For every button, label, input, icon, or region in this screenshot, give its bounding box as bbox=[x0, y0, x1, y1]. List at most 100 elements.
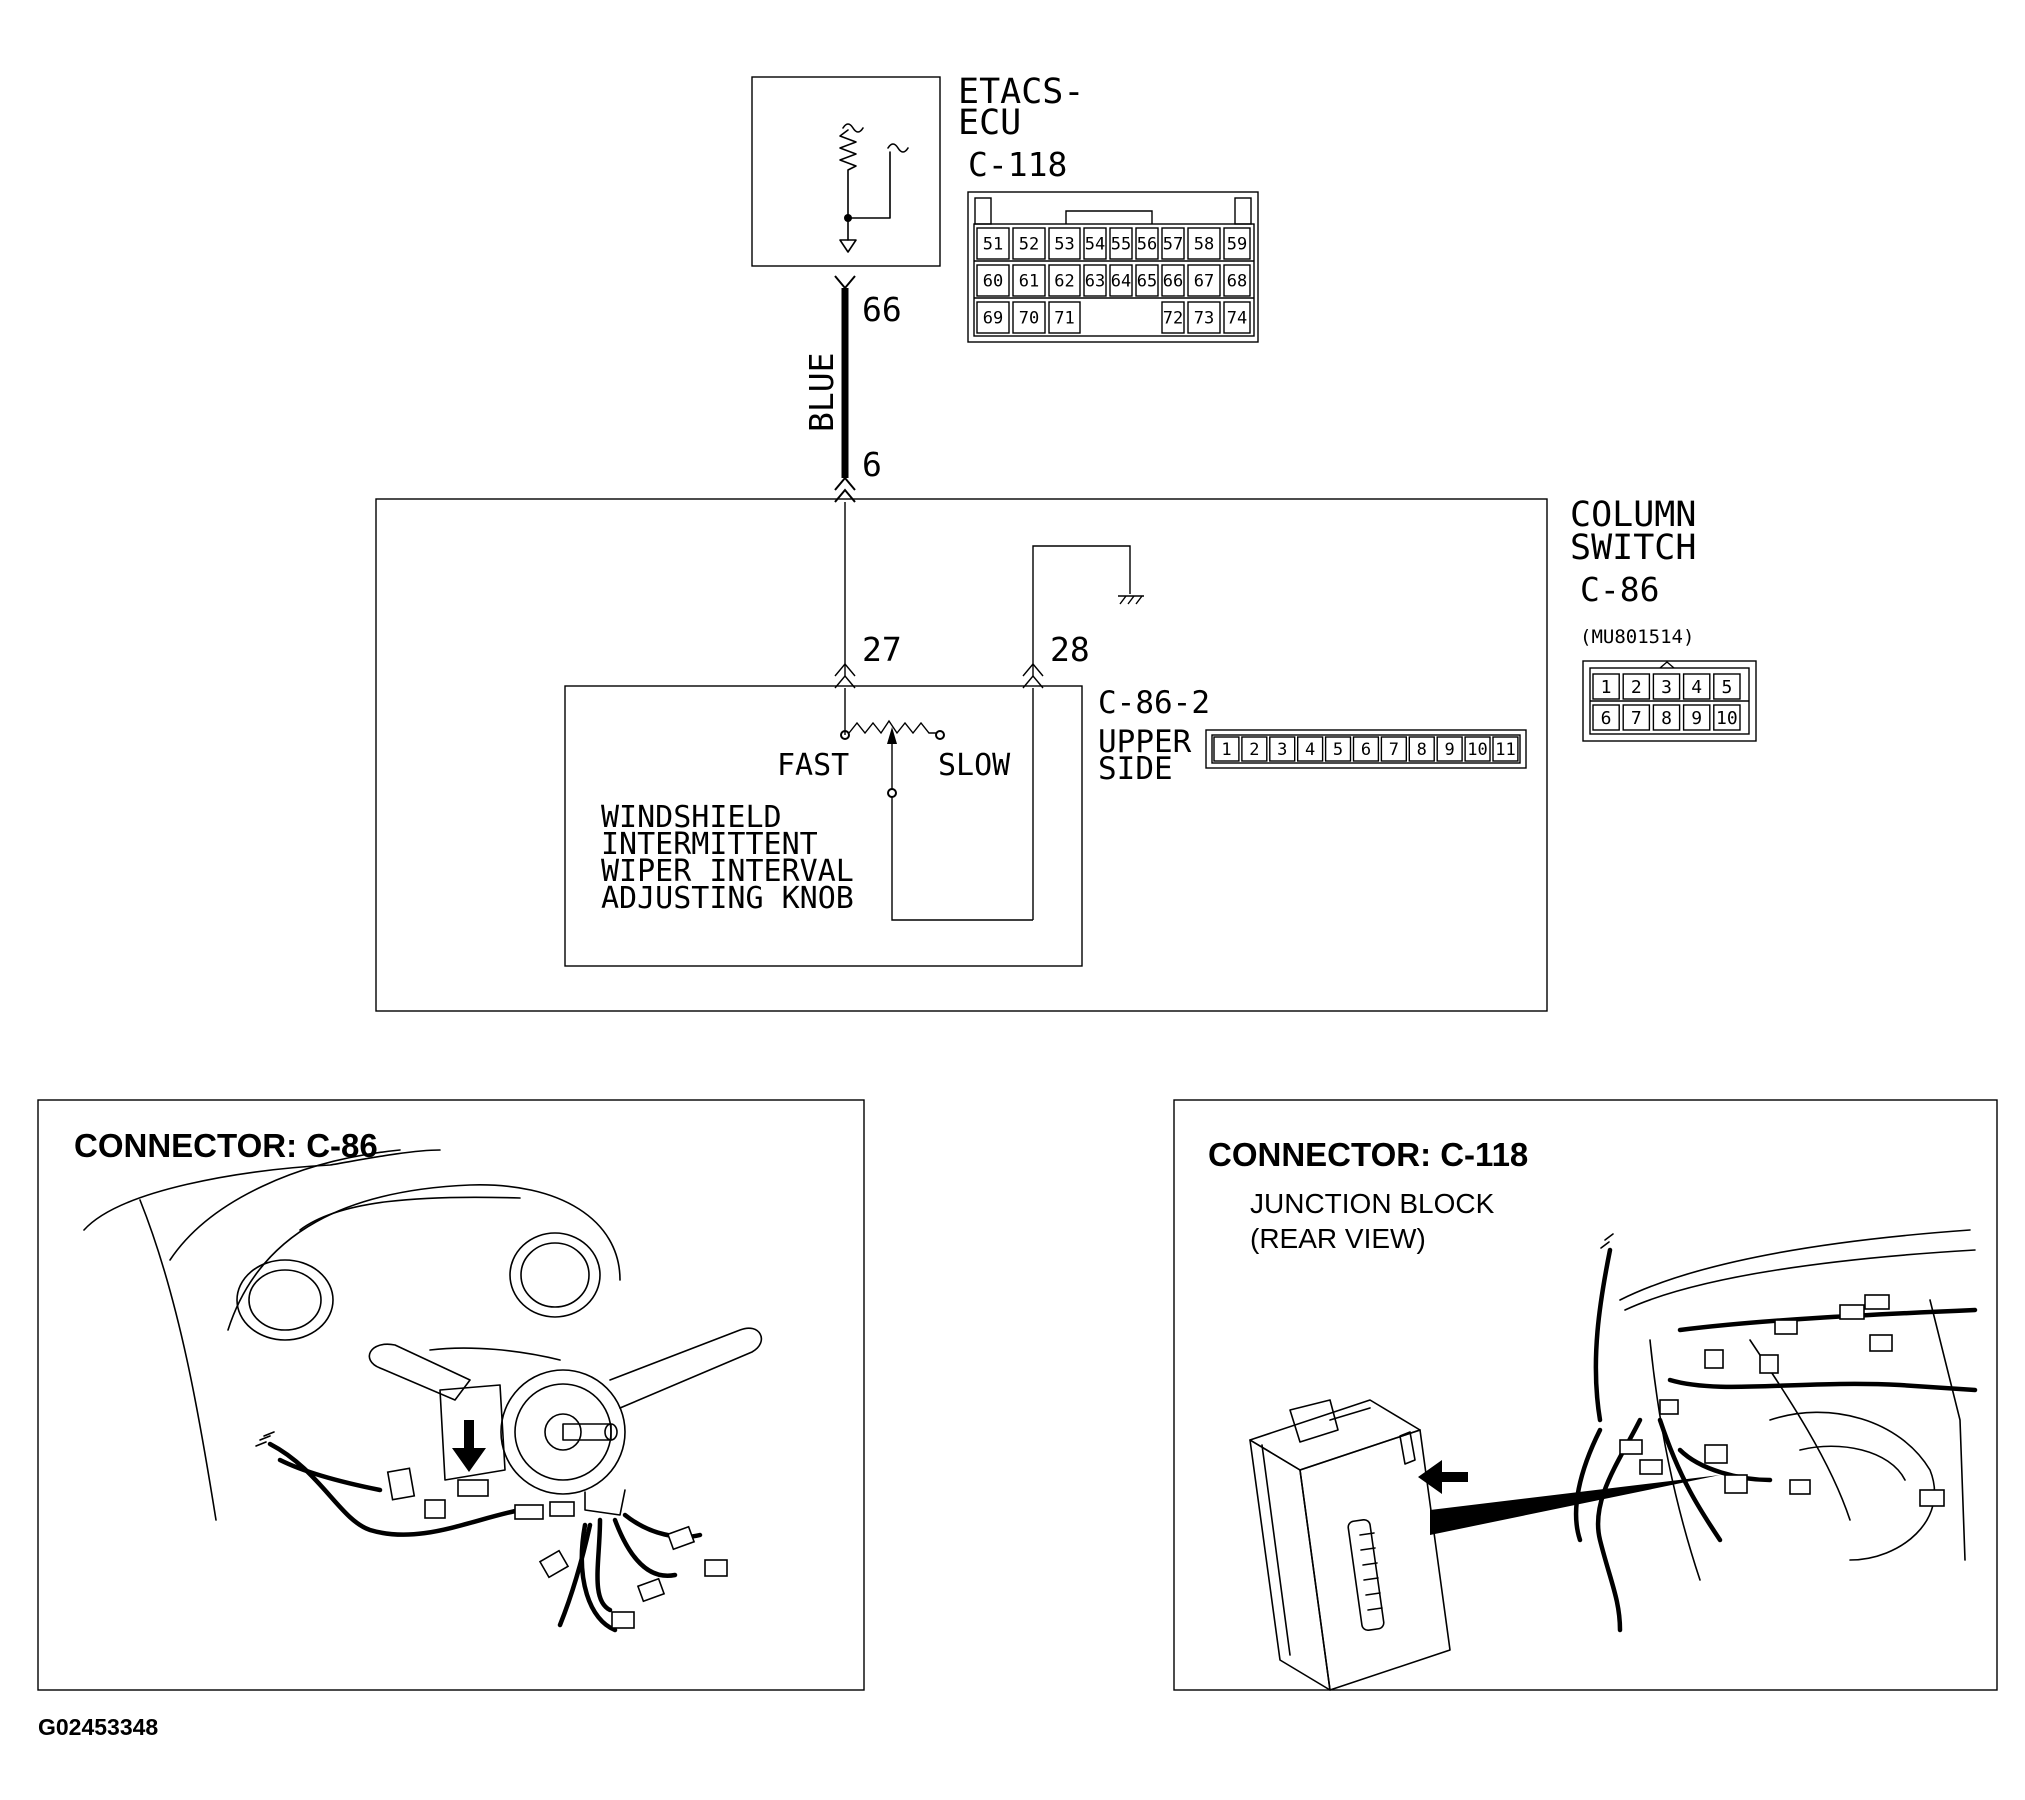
c118-pin-61-cell bbox=[1012, 264, 1046, 297]
knob-fast-label: FAST bbox=[777, 748, 849, 783]
column-switch-terminal-6: 6 bbox=[862, 445, 882, 484]
c118-pin-72-cell bbox=[1161, 301, 1185, 334]
c86-2-pin-6-cell bbox=[1352, 736, 1380, 762]
steering-column-illustration bbox=[83, 1149, 763, 1633]
c118-pin-68: 68 bbox=[1227, 272, 1247, 292]
c118-pin-59-cell bbox=[1223, 227, 1251, 260]
c86-pin-4: 4 bbox=[1691, 677, 1702, 698]
knob-box bbox=[564, 685, 1083, 967]
c86-panel-title: CONNECTOR: C-86 bbox=[74, 1127, 378, 1164]
c118-panel-subtitle-line1: JUNCTION BLOCK bbox=[1250, 1188, 1495, 1219]
c86-pin-5-cell bbox=[1713, 673, 1741, 700]
c86-2-pin-8-cell bbox=[1408, 736, 1435, 762]
c118-pin-71-cell bbox=[1048, 301, 1081, 334]
c118-pin-60: 60 bbox=[983, 272, 1003, 292]
c118-pin-73-cell bbox=[1187, 301, 1221, 334]
column-switch-title-line1: COLUMN bbox=[1570, 495, 1696, 535]
c118-pin-64: 64 bbox=[1111, 272, 1131, 292]
c118-pin-56: 56 bbox=[1137, 235, 1157, 255]
knob-slow-label: SLOW bbox=[938, 748, 1011, 783]
c86-pin-3-cell bbox=[1652, 673, 1681, 700]
c86-2-pin-4-cell bbox=[1296, 736, 1324, 762]
c118-pin-56-cell bbox=[1135, 227, 1159, 260]
c86-2-pin-5-cell bbox=[1324, 736, 1352, 762]
c118-pin-53-cell bbox=[1048, 227, 1081, 260]
knob-name-line3: WIPER INTERVAL bbox=[601, 854, 854, 889]
c86-2-pin-9-cell bbox=[1436, 736, 1463, 762]
c118-pin-74-cell bbox=[1223, 301, 1251, 334]
ecu-title-line1: ETACS- bbox=[958, 72, 1084, 112]
c86-pin-10-cell bbox=[1713, 704, 1741, 731]
c86-pin-10: 10 bbox=[1716, 708, 1738, 729]
c86-2-pin-1: 1 bbox=[1221, 740, 1231, 760]
c118-pin-73: 73 bbox=[1194, 309, 1214, 329]
arrow-down-icon bbox=[452, 1420, 486, 1472]
c86-2-pin-10: 10 bbox=[1467, 740, 1487, 760]
c86-pin-6-cell bbox=[1592, 704, 1620, 731]
c118-pin-65-cell bbox=[1135, 264, 1159, 297]
c118-pin-53: 53 bbox=[1054, 235, 1074, 255]
c86-2-pin-7-cell bbox=[1380, 736, 1408, 762]
c118-pin-54-cell bbox=[1083, 227, 1107, 260]
sub-connector-label: C-86-2 bbox=[1098, 685, 1210, 721]
c118-pin-55: 55 bbox=[1111, 235, 1131, 255]
c86-pin-3: 3 bbox=[1661, 677, 1672, 698]
c118-pin-55-cell bbox=[1109, 227, 1133, 260]
c118-pin-70: 70 bbox=[1019, 309, 1039, 329]
c118-pin-52-cell bbox=[1012, 227, 1046, 260]
c86-pin-8-cell bbox=[1652, 704, 1681, 731]
c118-pin-64-cell bbox=[1109, 264, 1133, 297]
ecu-terminal-66: 66 bbox=[862, 290, 902, 329]
c118-panel-subtitle-line2: (REAR VIEW) bbox=[1250, 1223, 1426, 1254]
c86-pin-9: 9 bbox=[1691, 708, 1702, 729]
knob-name-line2: INTERMITTENT bbox=[601, 827, 818, 862]
c86-2-pin-4: 4 bbox=[1305, 740, 1315, 760]
knob-name-line1: WINDSHIELD bbox=[601, 800, 782, 835]
c118-pin-67-cell bbox=[1187, 264, 1221, 297]
c86-pin-2: 2 bbox=[1631, 677, 1642, 698]
c118-pin-66: 66 bbox=[1163, 272, 1183, 292]
c86-pin-1: 1 bbox=[1601, 677, 1612, 698]
knob-name-line4: ADJUSTING KNOB bbox=[601, 881, 854, 916]
c118-panel-title: CONNECTOR: C-118 bbox=[1208, 1136, 1528, 1173]
junction-block-illustration bbox=[1249, 1229, 1978, 1691]
c118-pin-67: 67 bbox=[1194, 272, 1214, 292]
wire-color-label: BLUE bbox=[802, 353, 841, 432]
c118-pin-71: 71 bbox=[1054, 309, 1074, 329]
c118-pin-65: 65 bbox=[1137, 272, 1157, 292]
terminal-28: 28 bbox=[1050, 630, 1090, 669]
c118-pin-62: 62 bbox=[1054, 272, 1074, 292]
c86-2-pin-10-cell bbox=[1464, 736, 1491, 762]
c118-pin-62-cell bbox=[1048, 264, 1081, 297]
c118-pin-54: 54 bbox=[1085, 235, 1105, 255]
c118-pin-58: 58 bbox=[1194, 235, 1214, 255]
c118-pin-70-cell bbox=[1012, 301, 1046, 334]
c118-pin-69-cell bbox=[976, 301, 1010, 334]
c118-pin-66-cell bbox=[1161, 264, 1185, 297]
c86-2-pin-8: 8 bbox=[1417, 740, 1427, 760]
c118-pin-57-cell bbox=[1161, 227, 1185, 260]
sub-connector-side-line1: UPPER bbox=[1098, 724, 1192, 760]
c118-pin-57: 57 bbox=[1163, 235, 1183, 255]
c86-2-pin-1-cell bbox=[1213, 736, 1240, 762]
terminal-27: 27 bbox=[862, 630, 902, 669]
ecu-title-line2: ECU bbox=[958, 103, 1021, 143]
c118-pin-61: 61 bbox=[1019, 272, 1039, 292]
c86-2-pin-11-cell bbox=[1492, 736, 1519, 762]
c86-2-pin-6: 6 bbox=[1361, 740, 1371, 760]
c118-pin-58-cell bbox=[1187, 227, 1221, 260]
c86-2-pin-2-cell bbox=[1241, 736, 1268, 762]
c86-2-pin-3-cell bbox=[1269, 736, 1296, 762]
c118-pin-51: 51 bbox=[983, 235, 1003, 255]
c86-pin-5: 5 bbox=[1721, 677, 1732, 698]
column-switch-box bbox=[375, 498, 1548, 1012]
c86-2-pin-2: 2 bbox=[1249, 740, 1259, 760]
adjusting-knob: FAST SLOW WINDSHIELD INTERMITTENT WIPER … bbox=[564, 685, 1083, 967]
c86-pin-2-cell bbox=[1622, 673, 1651, 700]
